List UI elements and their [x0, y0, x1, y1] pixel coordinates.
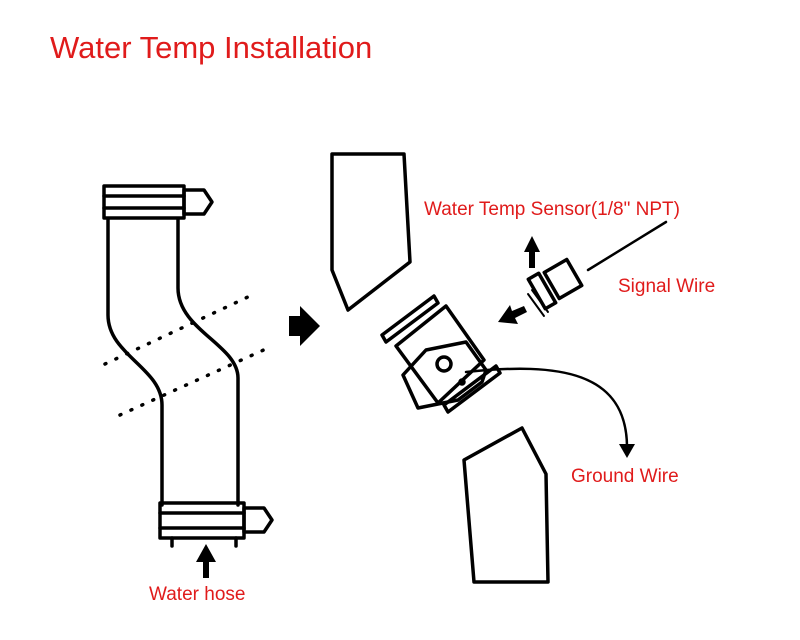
top-hose-clamp	[102, 184, 214, 220]
water-hose-up-arrow-icon	[196, 544, 216, 578]
temp-sensor	[526, 257, 584, 317]
upper-hose-section	[330, 152, 412, 312]
sensor-adapter	[380, 294, 502, 414]
signal-wire-label: Signal Wire	[618, 276, 716, 297]
ground-wire	[464, 367, 629, 448]
ground-wire-label: Ground Wire	[571, 466, 679, 487]
bottom-hose-clamp	[158, 501, 274, 548]
sensor-up-arrow-icon	[524, 236, 540, 268]
hose-left-edge	[106, 218, 164, 507]
bottom-clamp-bolt-head	[242, 506, 274, 534]
hose-right-edge	[176, 218, 240, 507]
cut-lines	[103, 294, 270, 417]
sensor-insert-arrow-icon	[498, 305, 527, 324]
lower-hose-section	[462, 426, 550, 584]
sensor-label: Water Temp Sensor(1/8" NPT)	[424, 199, 680, 220]
water-hose	[106, 218, 240, 507]
sensor-port	[435, 355, 453, 373]
ground-wire-arrow-head-icon	[619, 444, 635, 458]
water-hose-label: Water hose	[149, 584, 246, 605]
signal-wire	[586, 220, 668, 272]
direction-arrow-icon	[289, 306, 320, 346]
top-clamp-bolt-head	[182, 188, 214, 216]
diagram-title: Water Temp Installation	[50, 30, 373, 65]
